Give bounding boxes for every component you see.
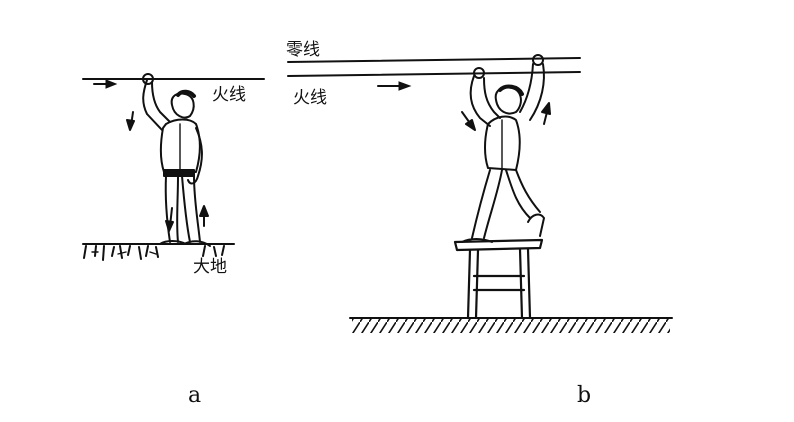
current-arrow-icon	[93, 79, 118, 89]
person-on-ground-icon	[142, 73, 211, 247]
panel-a: 火线	[82, 73, 265, 408]
ground-a	[82, 243, 235, 261]
ground-label: 大地	[193, 257, 227, 277]
live-wire-label-a: 火线	[212, 85, 246, 105]
caption-b: b	[577, 383, 591, 408]
current-flow-arrow-icon	[461, 102, 551, 131]
person-on-stool-icon	[461, 54, 545, 243]
floor-b	[349, 317, 673, 333]
live-wire-label-b: 火线	[293, 88, 327, 108]
caption-a: a	[188, 383, 201, 408]
insulating-stool-icon	[453, 238, 544, 320]
neutral-wire-label: 零线	[286, 40, 320, 60]
current-flow-arrow-icon	[126, 111, 209, 232]
current-arrow-icon	[377, 81, 412, 91]
neutral-wire	[287, 57, 581, 63]
live-wire-b	[287, 71, 581, 77]
panel-b: 零线 火线	[286, 40, 673, 408]
